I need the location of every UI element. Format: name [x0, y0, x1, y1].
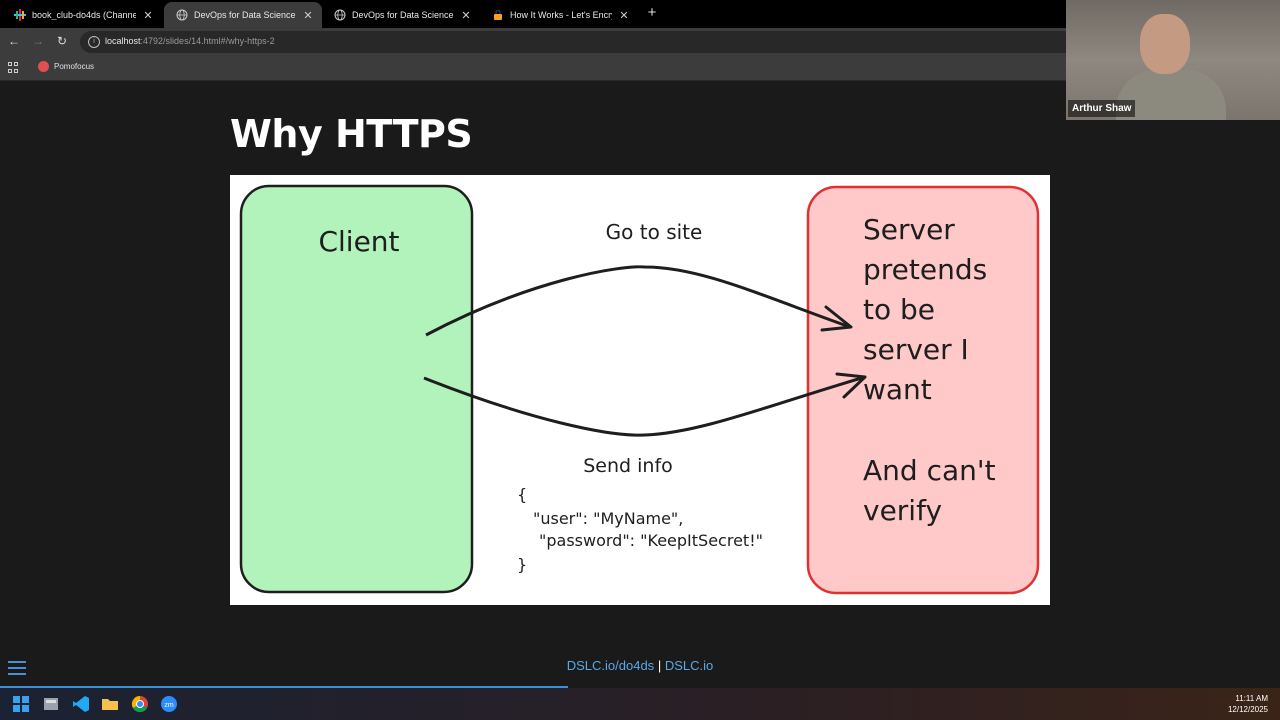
tab-slack[interactable]: book_club-do4ds (Channel) - D ✕: [2, 2, 162, 28]
site-info-icon[interactable]: i: [88, 36, 100, 48]
globe-icon: [334, 9, 346, 21]
windows-start-icon[interactable]: [12, 695, 30, 713]
server-line: Server: [863, 213, 955, 246]
code-line: }: [517, 555, 527, 574]
chrome-icon[interactable]: [131, 695, 149, 713]
new-tab-button[interactable]: +: [647, 4, 657, 21]
server-extra-line: verify: [863, 494, 942, 527]
go-to-site-label: Go to site: [606, 220, 703, 244]
slide-menu-icon[interactable]: [8, 661, 26, 675]
send-info-arrowhead: [835, 372, 867, 399]
tab-devops-14[interactable]: DevOps for Data Science - 14 ✕: [322, 2, 480, 28]
footer-link-dslc[interactable]: DSLC.io: [664, 658, 714, 673]
svg-text:zm: zm: [164, 702, 174, 709]
bookmark-label: Pomofocus: [54, 62, 95, 71]
file-explorer-icon[interactable]: [42, 695, 60, 713]
clock-date: 12/12/2025: [1227, 705, 1268, 714]
go-to-site-arrowhead: [820, 305, 853, 332]
webcam-person-head: [1140, 14, 1190, 74]
server-box: [806, 185, 1040, 595]
code-line: "password": "KeepItSecret!": [539, 531, 763, 550]
webcam-video: Arthur Shaw: [1066, 0, 1280, 120]
client-label: Client: [318, 225, 399, 258]
reload-icon[interactable]: ↻: [56, 34, 68, 48]
send-info-arrow: [423, 375, 866, 437]
pomofocus-icon: [38, 61, 49, 72]
client-box: [239, 184, 474, 594]
slide-footer: DSLC.io/do4ds | DSLC.io: [0, 658, 1280, 673]
close-icon[interactable]: ✕: [619, 9, 629, 22]
vscode-icon[interactable]: [72, 695, 90, 713]
apps-grid-icon[interactable]: [8, 62, 19, 73]
close-icon[interactable]: ✕: [303, 9, 313, 22]
tab-title: DevOps for Data Science Book: [194, 10, 296, 20]
slide-title: Why HTTPS: [230, 112, 473, 156]
url-text[interactable]: localhost:4792/slides/14.html#/why-https…: [105, 36, 275, 46]
letsencrypt-icon: [492, 9, 504, 21]
tab-title: How It Works - Let's Encrypt: [510, 10, 612, 20]
tab-title: DevOps for Data Science - 14: [352, 10, 454, 20]
slack-icon: [14, 9, 26, 21]
zoom-icon[interactable]: zm: [160, 695, 178, 713]
address-bar-row: ← → ↻ i localhost:4792/slides/14.html#/w…: [0, 28, 1066, 56]
footer-separator: |: [657, 658, 662, 673]
bookmarks-bar: Pomofocus: [0, 56, 1066, 81]
address-bar[interactable]: i localhost:4792/slides/14.html#/why-htt…: [80, 31, 1066, 53]
taskbar: zm 11:11 AM 12/12/2025: [0, 688, 1280, 720]
url-path: :4792/slides/14.html#/why-https-2: [140, 36, 275, 46]
footer-link-do4ds[interactable]: DSLC.io/do4ds: [566, 658, 655, 673]
system-clock[interactable]: 11:11 AM 12/12/2025: [1228, 693, 1268, 715]
code-line: "user": "MyName",: [533, 509, 683, 528]
forward-icon[interactable]: →: [32, 34, 44, 48]
tab-devops-book[interactable]: DevOps for Data Science Book ✕: [164, 2, 322, 28]
tab-strip: book_club-do4ds (Channel) - D ✕ DevOps f…: [0, 0, 1066, 28]
server-extra-line: And can't: [863, 454, 996, 487]
server-line: server I: [863, 333, 969, 366]
close-icon[interactable]: ✕: [143, 9, 153, 22]
tab-title: book_club-do4ds (Channel) - D: [32, 10, 136, 20]
send-info-label: Send info: [583, 455, 673, 477]
https-diagram: Client Go to site Send info { "user": "M…: [230, 175, 1050, 605]
server-line: want: [863, 373, 932, 406]
back-icon[interactable]: ←: [8, 34, 20, 48]
slide-progress-bar: [0, 686, 568, 688]
server-line: to be: [863, 293, 935, 326]
tab-lets-encrypt[interactable]: How It Works - Let's Encrypt ✕: [480, 2, 638, 28]
close-icon[interactable]: ✕: [461, 9, 471, 22]
go-to-site-arrow: [425, 265, 851, 337]
folder-icon[interactable]: [101, 695, 119, 713]
participant-name: Arthur Shaw: [1068, 100, 1136, 117]
server-line: pretends: [863, 253, 987, 286]
code-line: {: [517, 485, 527, 504]
bookmark-pomofocus[interactable]: Pomofocus: [38, 61, 94, 72]
clock-time: 11:11 AM: [1235, 694, 1268, 703]
url-host: localhost: [105, 36, 141, 46]
globe-icon: [176, 9, 188, 21]
